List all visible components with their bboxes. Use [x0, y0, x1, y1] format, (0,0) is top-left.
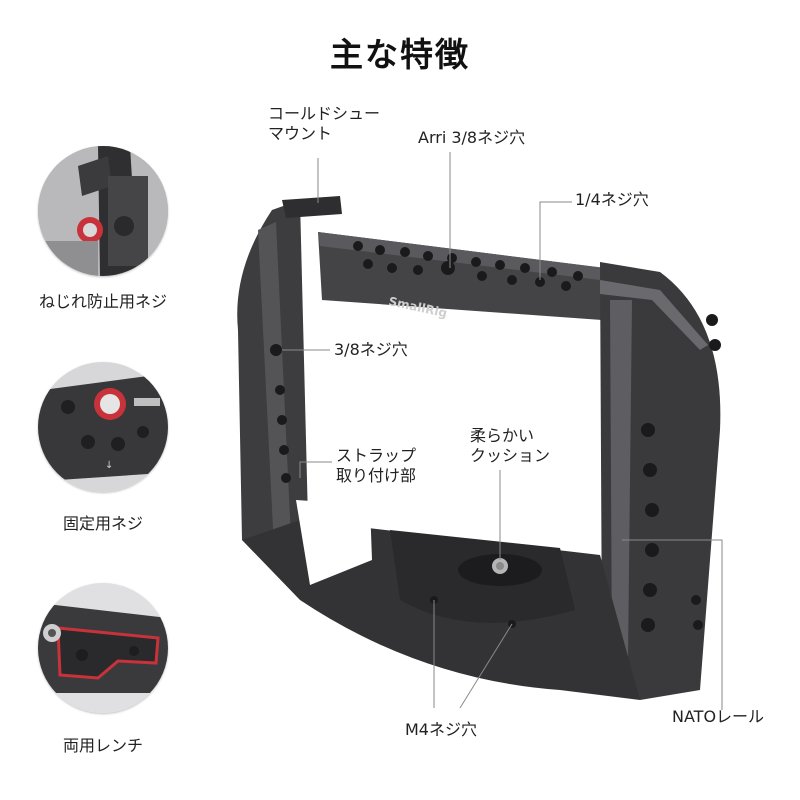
- feature-caption: 固定用ネジ: [62, 514, 143, 533]
- m4-hole-label: M4ネジ穴: [405, 720, 477, 739]
- feature-caption: 両用レンチ: [62, 736, 143, 755]
- arri-hole-label: Arri 3/8ネジ穴: [418, 128, 526, 147]
- cage-body: [237, 196, 721, 700]
- feature-caption: ねじれ防止用ネジ: [38, 292, 167, 311]
- fixing-screw-thumbnail: ↓: [38, 362, 168, 492]
- quarter-inch-hole-label: 1/4ネジ穴: [575, 190, 649, 209]
- soft-cushion-label: 柔らかい クッション: [470, 426, 551, 465]
- three-eighths-hole-label: 3/8ネジ穴: [334, 340, 408, 359]
- callout-leader-lines: [282, 152, 723, 710]
- cold-shoe-label: コールドシュー マウント: [268, 104, 381, 143]
- svg-text:↓: ↓: [105, 460, 113, 471]
- nato-rail-label: NATOレール: [672, 707, 765, 726]
- wrench-thumbnail: [38, 583, 168, 713]
- page-title: 主な特徴: [330, 35, 470, 74]
- strap-mount-label: ストラップ 取り付け部: [336, 446, 417, 485]
- anti-twist-screw-thumbnail: [38, 146, 168, 276]
